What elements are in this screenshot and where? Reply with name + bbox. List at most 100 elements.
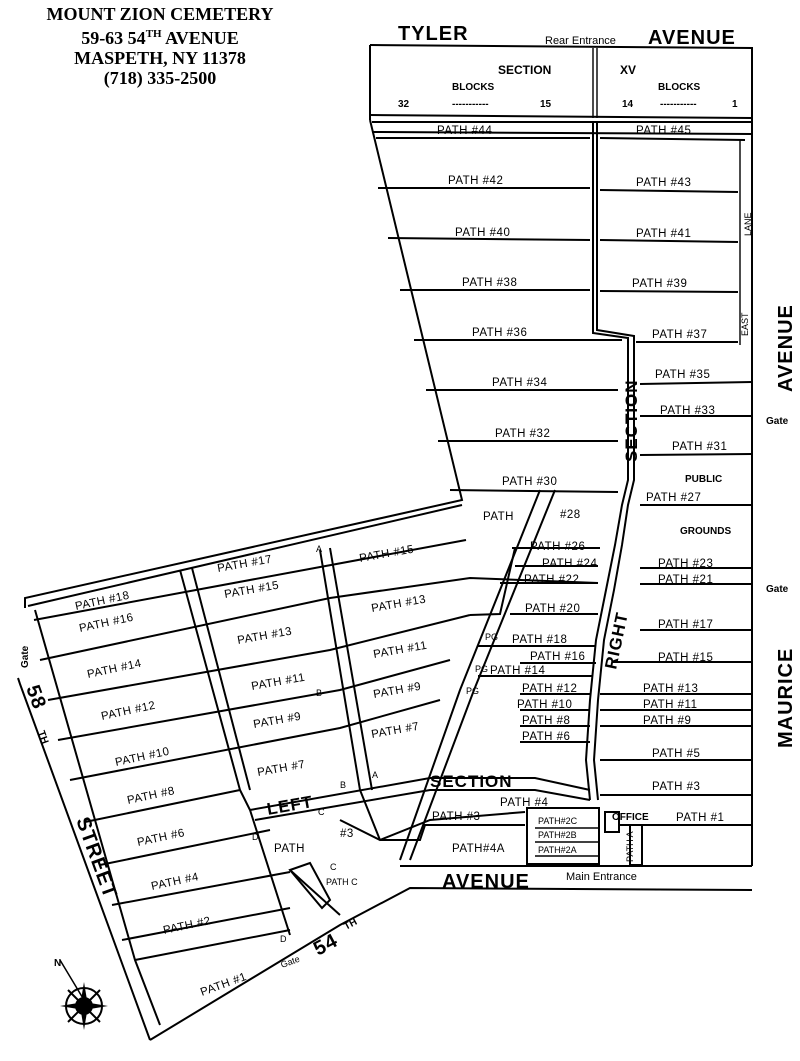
path-3-mid: PATH #3: [432, 811, 480, 823]
cemetery-name: MOUNT ZION CEMETERY: [46, 4, 274, 24]
path-39: PATH #39: [632, 278, 687, 290]
path-43: PATH #43: [636, 177, 691, 189]
grounds-label: GROUNDS: [680, 526, 731, 537]
path-13-left: PATH #13: [236, 626, 293, 647]
compass-rose-icon: N: [54, 958, 108, 1030]
path-2c: PATH#2C: [538, 816, 578, 826]
section-xv-title: SECTION: [498, 63, 551, 77]
path-33: PATH #33: [660, 405, 715, 417]
address-street: AVENUE: [161, 28, 239, 48]
street-tyler: TYLER: [398, 23, 469, 45]
path-4a: PATH#4A: [452, 843, 505, 855]
path-2-left: PATH #2: [162, 915, 212, 937]
path-21: PATH #21: [658, 574, 713, 586]
path-15-right: PATH #15: [658, 652, 713, 664]
block-1: 1: [732, 99, 738, 110]
path-7-left-b: PATH #7: [370, 721, 420, 741]
blocks-right-label: BLOCKS: [658, 82, 701, 93]
path-16-left: PATH #16: [78, 612, 135, 635]
compass-north-label: N: [54, 958, 61, 969]
block-15: 15: [540, 99, 552, 110]
right-section-label: SECTION: [622, 379, 641, 462]
left-label: LEFT: [265, 792, 314, 819]
path-11-left-b: PATH #11: [372, 640, 428, 661]
path-15-left-upper: PATH #15: [358, 544, 415, 565]
path-42: PATH #42: [448, 175, 503, 187]
main-entrance-label: Main Entrance: [566, 871, 637, 883]
path-35: PATH #35: [655, 369, 710, 381]
cemetery-city: MASPETH, NY 11378: [74, 48, 246, 68]
pg-label-2: PG: [475, 664, 488, 674]
path-2a: PATH#2A: [538, 845, 577, 855]
street-58-number: 58: [21, 682, 50, 712]
path-32: PATH #32: [495, 428, 550, 440]
left-section-label: SECTION: [430, 772, 513, 791]
lane-d-top: D: [252, 832, 259, 842]
path-38: PATH #38: [462, 277, 517, 289]
lane-a-bottom: A: [372, 770, 378, 780]
blocks-left-dashes: -----------: [452, 99, 489, 110]
path-1-right: PATH #1: [676, 812, 724, 824]
street-avenue-top: AVENUE: [648, 27, 736, 49]
path-45: PATH #45: [636, 125, 691, 137]
path-22: PATH #22: [524, 574, 579, 586]
address-number: 59-63 54: [81, 28, 146, 48]
path-20: PATH #20: [525, 603, 580, 615]
path-28-a: PATH: [483, 511, 514, 523]
office-area: [288, 807, 643, 910]
lane-b-bottom: B: [340, 780, 346, 790]
path-11-right: PATH #11: [643, 699, 698, 711]
path-13-right: PATH #13: [643, 683, 698, 695]
path-3-left-word: PATH: [274, 843, 305, 855]
path-6-left: PATH #6: [136, 827, 186, 849]
public-label: PUBLIC: [685, 474, 722, 485]
street-maurice: MAURICE: [775, 648, 797, 748]
path-10-right: PATH #10: [517, 699, 572, 711]
path-26: PATH #26: [530, 541, 585, 553]
path-14-right: PATH #14: [490, 665, 545, 677]
pg-label-3: PG: [466, 686, 479, 696]
east-label: EAST: [740, 312, 750, 336]
path-9-right: PATH #9: [643, 715, 691, 727]
street-avenue-right: AVENUE: [775, 304, 797, 392]
street-54-number: 54: [310, 930, 342, 961]
path-5-right: PATH #5: [652, 748, 700, 760]
path-16-right: PATH #16: [530, 651, 585, 663]
section-xv-numeral: XV: [620, 63, 636, 77]
office-label: OFFICE: [612, 812, 649, 823]
path-44: PATH #44: [437, 125, 492, 137]
path-11-left: PATH #11: [250, 672, 306, 693]
blocks-left-label: BLOCKS: [452, 82, 495, 93]
lane-c: C: [318, 807, 325, 817]
cemetery-phone: (718) 335-2500: [103, 68, 217, 88]
street-54-sup: TH: [342, 917, 359, 933]
path-3-right: PATH #3: [652, 781, 700, 793]
pg-label-1: PG: [485, 632, 498, 642]
path-12-left: PATH #12: [100, 700, 157, 723]
path-14-left: PATH #14: [86, 658, 143, 681]
path-8-right: PATH #8: [522, 715, 570, 727]
cemetery-address: 59-63 54TH AVENUE: [10, 24, 310, 48]
path-41: PATH #41: [636, 228, 691, 240]
street-58-sup: TH: [35, 729, 50, 745]
street-avenue-bottom: AVENUE: [442, 871, 530, 893]
rear-entrance-label: Rear Entrance: [545, 35, 616, 47]
path-12-right: PATH #12: [522, 683, 577, 695]
address-sup: TH: [145, 28, 162, 40]
lane-label: LANE: [743, 212, 753, 236]
path-28-b: #28: [560, 509, 581, 521]
path-40: PATH #40: [455, 227, 510, 239]
path-a: PATH A: [625, 831, 635, 862]
path-6-right: PATH #6: [522, 731, 570, 743]
lane-d-bottom: D: [280, 934, 287, 944]
gate-label-west: Gate: [20, 645, 31, 668]
path-24: PATH #24: [542, 558, 597, 570]
blocks-right-dashes: -----------: [660, 99, 697, 110]
path-9-left: PATH #9: [252, 711, 302, 731]
left-path-lines: [27, 504, 599, 941]
path-2b: PATH#2B: [538, 830, 577, 840]
path-31: PATH #31: [672, 441, 727, 453]
block-14: 14: [622, 99, 634, 110]
path-36: PATH #36: [472, 327, 527, 339]
